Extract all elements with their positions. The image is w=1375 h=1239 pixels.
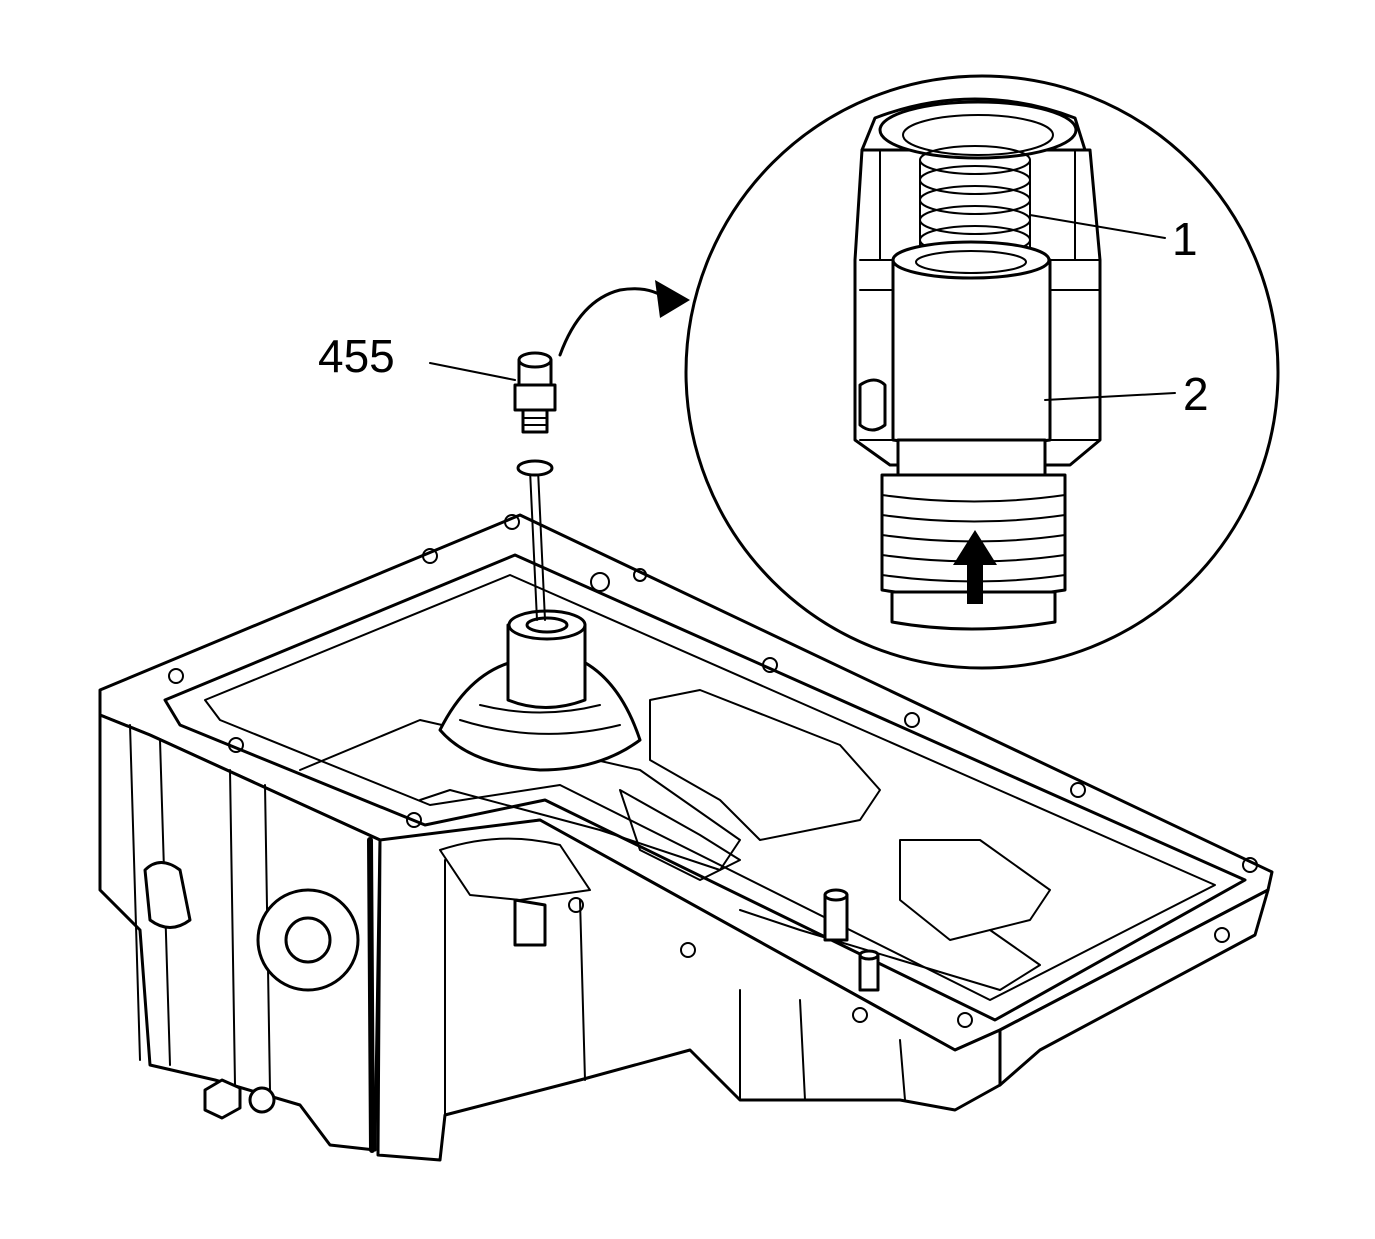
callouts: 455 1 2 <box>318 213 1209 420</box>
sealing-washer <box>516 459 554 477</box>
flange-bolt-holes <box>168 514 1258 1028</box>
pressure-relief-valve-455 <box>513 351 557 621</box>
detail-view <box>684 74 1280 670</box>
oil-pan-inner-rim <box>163 553 1247 1022</box>
gasket-line <box>204 574 1216 1001</box>
detail-arrow <box>558 280 690 357</box>
callout-2: 2 <box>1183 368 1209 420</box>
callout-455: 455 <box>318 330 395 382</box>
flow-direction-arrow <box>953 530 997 604</box>
pickup-fittings <box>513 888 880 992</box>
drain-plug <box>203 1078 276 1120</box>
valve-bore-boss <box>438 609 642 772</box>
spring-1 <box>919 145 1031 273</box>
oil-pan-rear-wall <box>998 888 1270 1087</box>
callout-1: 1 <box>1172 213 1198 265</box>
oil-pan <box>98 513 1274 1162</box>
plunger-2 <box>891 240 1052 488</box>
